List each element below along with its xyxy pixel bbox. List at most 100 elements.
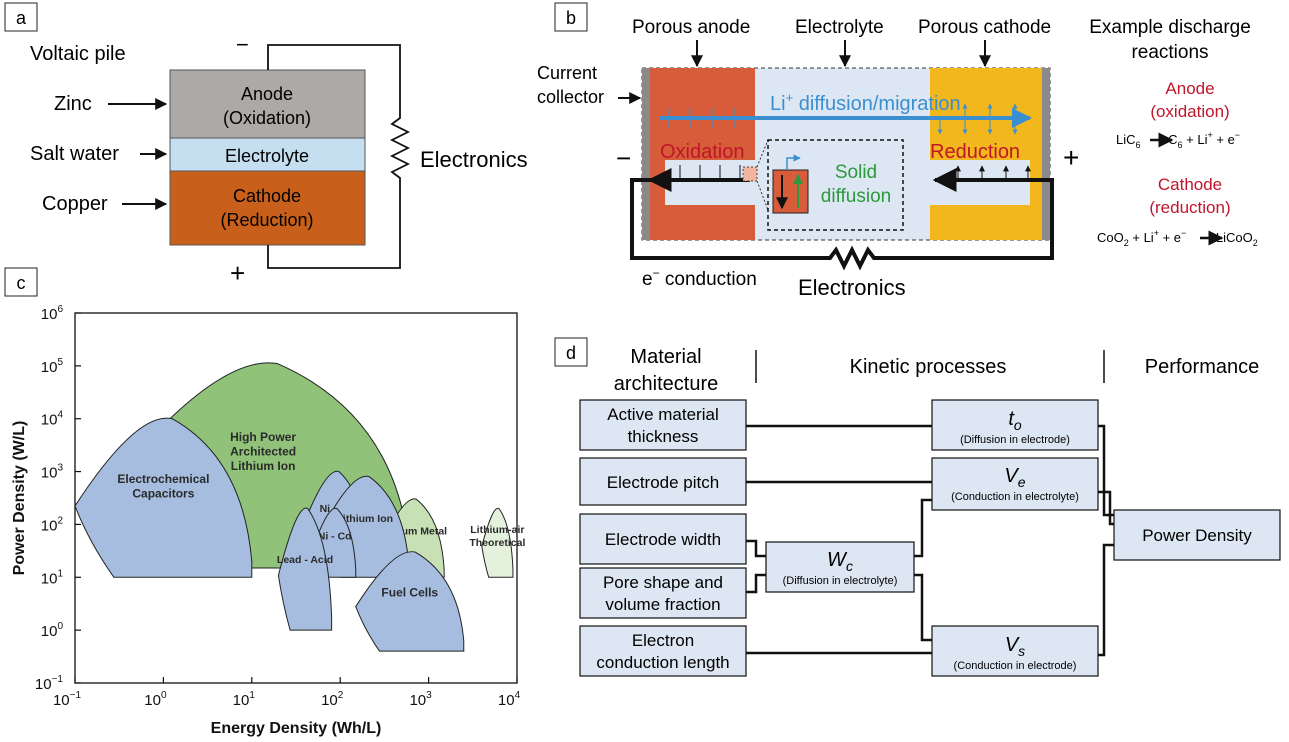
anode-equation: LiC6 C6 + Li+ + e− [1116, 130, 1240, 150]
flow-connectors [746, 424, 1114, 657]
kinetic-ve [931, 457, 1099, 511]
panel-c-label: c [17, 273, 26, 293]
reactions-title: Example discharge [1089, 17, 1251, 38]
b-minus-terminal: − [616, 143, 631, 173]
region-label: Fuel Cells [381, 586, 438, 600]
y-axis-label: Power Density (W/L) [11, 421, 28, 576]
material-label: Active material [607, 405, 718, 424]
kinetic-desc: (Diffusion in electrolyte) [783, 575, 898, 587]
x-tick-label: 104 [498, 690, 521, 709]
reactions-subtitle: reactions [1131, 42, 1208, 63]
collector-sublabel: collector [537, 87, 604, 107]
material-electron-conduction [579, 625, 747, 677]
region-label: Ni - Cd [318, 530, 352, 542]
x-tick-label: 101 [233, 690, 256, 709]
region-label: Lead - Acid [277, 554, 333, 566]
kinetic-desc: (Conduction in electrode) [954, 660, 1077, 672]
panel-a-label: a [16, 8, 27, 28]
plus-terminal: + [230, 258, 245, 288]
x-tick-label: 103 [409, 690, 432, 709]
kinetic-symbol: to [1008, 408, 1022, 433]
b-electronics-label: Electronics [798, 275, 906, 300]
li-diffusion-label: Li+ diffusion/migration [770, 90, 961, 115]
reduction-label: Reduction [930, 141, 1020, 163]
copper-label: Copper [42, 193, 108, 215]
cathode-collector [1042, 68, 1050, 240]
header-material: Material [630, 346, 701, 368]
zinc-label: Zinc [54, 93, 92, 115]
solid-diffusion-sublabel: diffusion [821, 186, 891, 207]
oxidation-label: Oxidation [660, 141, 745, 163]
anode-layer [169, 69, 366, 139]
cathode-layer [169, 170, 366, 246]
kinetic-wc [765, 541, 915, 593]
x-tick-label: 10−1 [53, 690, 82, 709]
porous-anode [650, 68, 755, 240]
porous-anode-label: Porous anode [632, 17, 750, 38]
kinetic-desc: (Conduction in electrolyte) [951, 491, 1079, 503]
region-3 [481, 507, 514, 578]
cathode-label: Cathode [233, 186, 301, 206]
material-label: volume fraction [605, 595, 720, 614]
anode-reaction-title: Anode [1165, 79, 1214, 98]
panel-a: a Voltaic pile − + Anode (Oxidation) Ele… [4, 2, 528, 288]
electrolyte-label: Electrolyte [225, 146, 309, 166]
performance-power-density [1113, 509, 1281, 561]
anode-collector [642, 68, 650, 240]
kinetic-vs [931, 625, 1099, 677]
porous-cathode-label: Porous cathode [918, 17, 1051, 38]
region-label: Lithium Ion [336, 513, 393, 525]
collector-label: Current [537, 63, 597, 83]
salt-water-label: Salt water [30, 143, 119, 165]
kinetic-desc: (Diffusion in electrode) [960, 434, 1070, 446]
external-circuit [630, 178, 1054, 271]
y-tick-label: 104 [41, 410, 64, 429]
material-electrode-pitch [579, 457, 747, 506]
region-7 [277, 507, 333, 631]
material-pore-shape [579, 567, 747, 619]
y-tick-label: 106 [41, 304, 64, 323]
voltaic-pile-title: Voltaic pile [30, 43, 126, 65]
anode-label: Anode [241, 84, 293, 104]
electron-conduction-label: e− conduction [642, 266, 757, 290]
y-tick-label: 105 [41, 357, 64, 376]
region-8 [355, 551, 465, 652]
material-label: Electron [632, 631, 694, 650]
performance-label: Power Density [1142, 526, 1252, 545]
kinetic-to [931, 399, 1099, 451]
y-tick-label: 101 [41, 568, 64, 587]
b-plus-terminal: + [1063, 142, 1079, 173]
x-tick-label: 100 [144, 690, 167, 709]
x-axis-label: Energy Density (Wh/L) [211, 720, 382, 737]
material-active-thickness [579, 399, 747, 451]
y-tick-label: 103 [41, 463, 64, 482]
region-1 [74, 417, 253, 578]
electrolyte-layer [169, 137, 366, 172]
y-tick-label: 100 [41, 621, 64, 640]
kinetic-symbol: Ve [1004, 465, 1025, 490]
material-label: Electrode pitch [607, 473, 719, 492]
cathode-equation: CoO2 + Li+ + e− LiCoO2 [1097, 228, 1258, 248]
kinetic-symbol: Wc [827, 549, 853, 574]
x-tick-label: 102 [321, 690, 344, 709]
material-electrode-width [579, 513, 747, 565]
kinetic-symbol: Vs [1005, 634, 1025, 659]
anode-sublabel: (Oxidation) [223, 108, 311, 128]
minus-terminal: − [236, 32, 249, 57]
anode-reaction-subtitle: (oxidation) [1150, 102, 1229, 121]
material-label: conduction length [596, 653, 729, 672]
panel-b-label: b [566, 8, 576, 28]
material-label: thickness [628, 427, 699, 446]
electronics-label: Electronics [420, 147, 528, 172]
circuit-wire [267, 44, 411, 269]
panel-b: b Porous anode Electrolyte Porous cathod… [537, 2, 1258, 300]
material-label: Pore shape and [603, 573, 723, 592]
cathode-reaction-title: Cathode [1158, 175, 1222, 194]
solid-diffusion-label: Solid [835, 162, 877, 183]
header-kinetic: Kinetic processes [850, 356, 1007, 378]
